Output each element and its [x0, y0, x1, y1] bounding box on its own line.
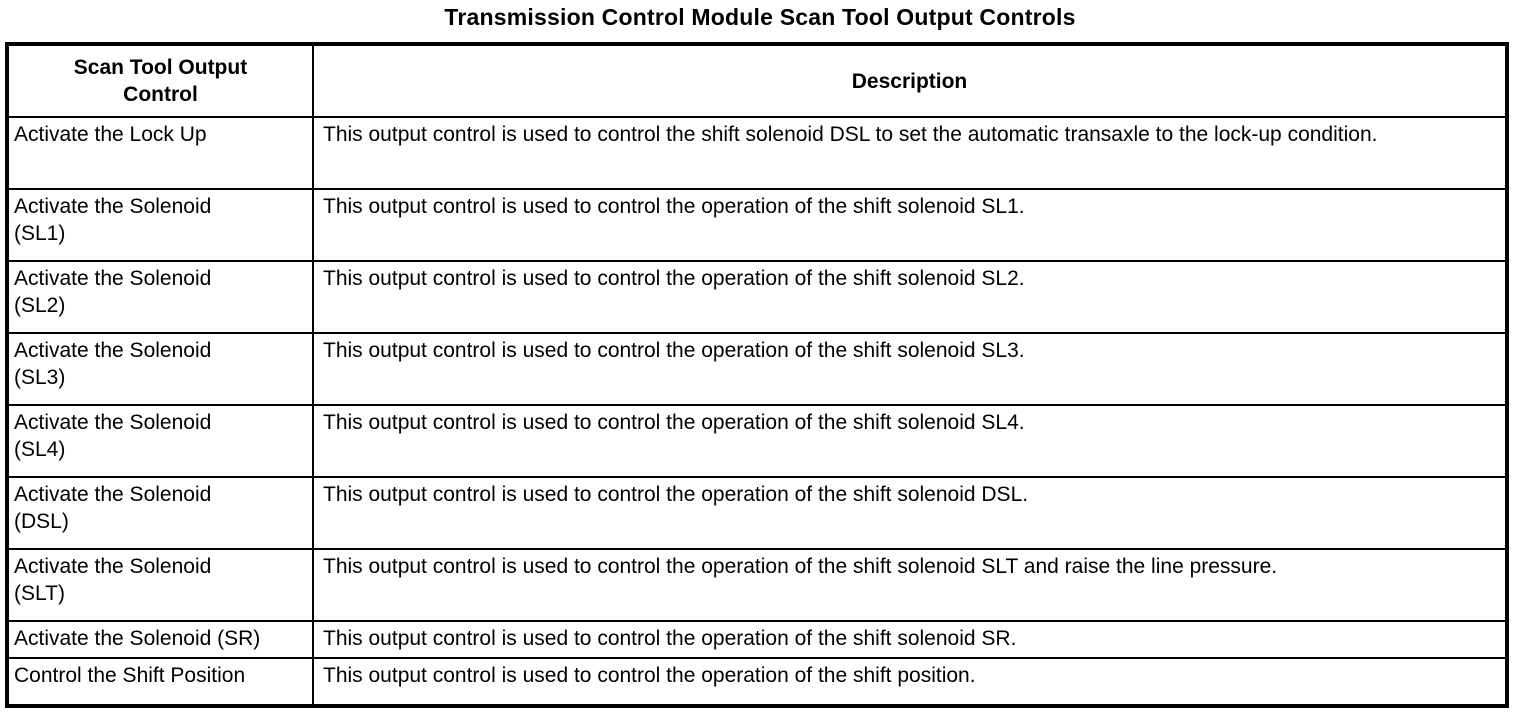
description-cell: This output control is used to control t… — [312, 332, 1508, 406]
table-row: Activate the Solenoid (SL3) This output … — [6, 332, 1508, 406]
description-cell: This output control is used to control t… — [312, 260, 1508, 334]
table-row: Activate the Solenoid (SL2) This output … — [6, 260, 1508, 334]
table-row: Activate the Solenoid (SLT) This output … — [6, 548, 1508, 622]
table-header-row: Scan Tool Output Control Description — [6, 43, 1508, 118]
page-title: Transmission Control Module Scan Tool Ou… — [444, 4, 1076, 30]
description-cell: This output control is used to control t… — [312, 476, 1508, 550]
control-cell: Activate the Solenoid (DSL) — [6, 476, 314, 550]
table-row: Activate the Solenoid (DSL) This output … — [6, 476, 1508, 550]
table-row: Activate the Solenoid (SL1) This output … — [6, 188, 1508, 262]
table-row: Activate the Lock Up This output control… — [6, 116, 1508, 190]
control-cell: Activate the Solenoid (SLT) — [6, 548, 314, 622]
control-cell: Activate the Solenoid (SL2) — [6, 260, 314, 334]
control-cell: Activate the Solenoid (SL3) — [6, 332, 314, 406]
table-row: Activate the Solenoid (SR) This output c… — [6, 620, 1508, 659]
control-cell: Activate the Solenoid (SR) — [6, 620, 314, 659]
table-row: Control the Shift Position This output c… — [6, 657, 1508, 707]
control-cell: Activate the Solenoid (SL4) — [6, 404, 314, 478]
control-cell: Activate the Lock Up — [6, 116, 314, 190]
description-cell: This output control is used to control t… — [312, 620, 1508, 659]
column-header-description: Description — [312, 43, 1508, 118]
column-header-control: Scan Tool Output Control — [6, 43, 314, 118]
description-cell: This output control is used to control t… — [312, 404, 1508, 478]
description-cell: This output control is used to control t… — [312, 116, 1508, 190]
description-cell: This output control is used to control t… — [312, 548, 1508, 622]
control-cell: Activate the Solenoid (SL1) — [6, 188, 314, 262]
scan-tool-output-controls-table: Scan Tool Output Control Description Act… — [5, 42, 1509, 708]
control-cell: Control the Shift Position — [6, 657, 314, 707]
description-cell: This output control is used to control t… — [312, 188, 1508, 262]
table-row: Activate the Solenoid (SL4) This output … — [6, 404, 1508, 478]
description-cell: This output control is used to control t… — [312, 657, 1508, 707]
